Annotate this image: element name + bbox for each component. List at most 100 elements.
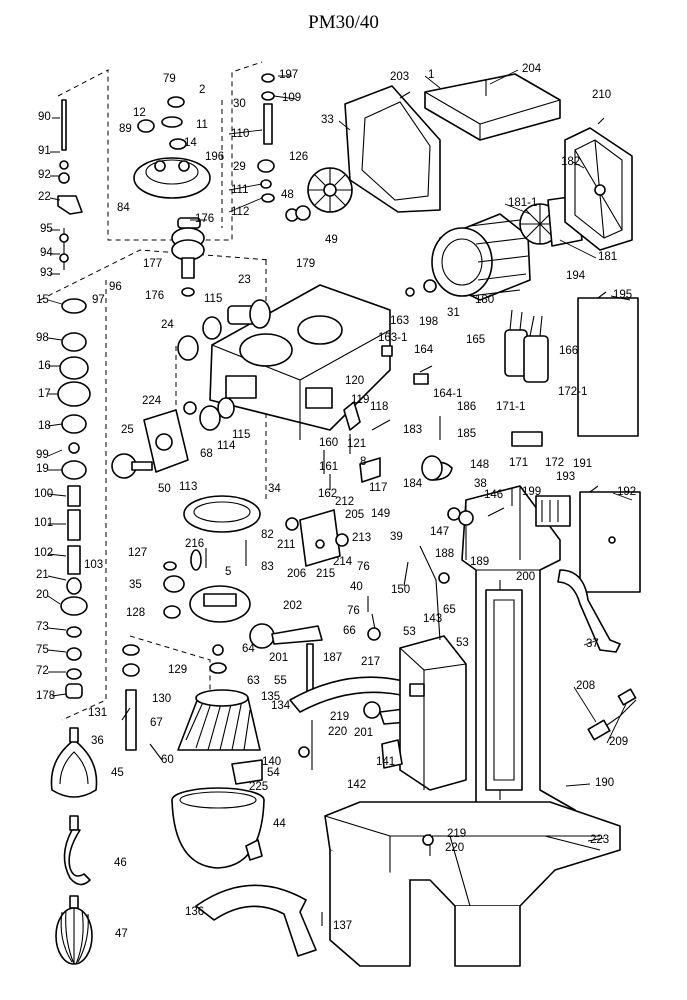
part-number-label: 79 <box>163 73 176 85</box>
part-number-label: 36 <box>91 735 104 747</box>
part-number-label: 171 <box>509 457 528 469</box>
part-number-label: 193 <box>556 471 575 483</box>
part-number-label: 92 <box>38 169 51 181</box>
part-number-label: 2 <box>199 84 205 96</box>
part-number-label: 128 <box>126 607 145 619</box>
part-number-label: 200 <box>516 571 535 583</box>
part-number-label: 73 <box>36 621 49 633</box>
bowl-part-44 <box>171 787 265 869</box>
planetary-plate-5 <box>163 549 251 623</box>
part-number-label: 223 <box>590 834 609 846</box>
part-number-label: 99 <box>36 449 49 461</box>
ring-gear-34 <box>183 495 261 533</box>
part-number-label: 17 <box>38 388 51 400</box>
part-number-label: 204 <box>522 63 542 75</box>
part-number-label: 24 <box>161 319 174 331</box>
part-number-label: 172-1 <box>558 386 587 398</box>
part-number-label: 176 <box>195 213 214 225</box>
part-number-label: 101 <box>34 517 53 529</box>
part-number-label: 112 <box>231 206 249 218</box>
part-number-label: 141 <box>376 756 395 768</box>
part-number-label: 220 <box>445 842 464 854</box>
part-number-label: 37 <box>586 638 599 650</box>
part-number-label: 115 <box>204 293 222 305</box>
part-number-label: 171-1 <box>496 401 525 413</box>
part-number-label: 110 <box>231 128 249 140</box>
wire-whip-47 <box>55 895 93 965</box>
part-number-label: 102 <box>34 547 53 559</box>
part-number-label: 91 <box>38 145 51 157</box>
part-number-label: 1 <box>428 69 434 81</box>
part-number-label: 179 <box>296 258 315 270</box>
part-number-label: 82 <box>261 529 274 541</box>
part-number-label: 66 <box>343 625 356 637</box>
part-number-label: 210 <box>592 89 611 101</box>
nut-63 <box>209 662 227 674</box>
part-number-label: 89 <box>119 123 132 135</box>
part-number-label: 103 <box>84 559 103 571</box>
part-number-label: 148 <box>470 459 489 471</box>
switch-box-205 <box>285 509 349 567</box>
motor-part-180 <box>405 213 531 301</box>
part-number-label: 146 <box>484 489 503 501</box>
part-number-label: 183 <box>403 424 422 436</box>
part-number-label: 216 <box>185 538 204 550</box>
part-number-label: 201 <box>354 727 373 739</box>
part-number-label: 46 <box>114 857 127 869</box>
part-number-label: 219 <box>447 828 466 840</box>
flat-beater-45 <box>50 727 98 798</box>
part-number-label: 111 <box>231 184 248 196</box>
part-number-label: 18 <box>38 420 51 432</box>
part-number-label: 114 <box>217 440 236 452</box>
part-number-label: 126 <box>289 151 308 163</box>
part-number-label: 119 <box>351 394 369 406</box>
part-number-label: 206 <box>287 568 306 580</box>
part-number-label: 50 <box>158 483 171 495</box>
part-number-label: 35 <box>129 579 142 591</box>
part-number-label: 11 <box>196 119 208 131</box>
part-number-label: 8 <box>360 456 366 468</box>
bowl-lift-handle-202 <box>249 623 323 695</box>
part-number-label: 188 <box>435 548 454 560</box>
leader-lines <box>47 69 633 842</box>
part-number-label: 38 <box>474 478 487 490</box>
part-number-label: 120 <box>345 375 364 387</box>
part-number-label: 55 <box>274 675 287 687</box>
panel-hole <box>608 536 616 544</box>
part-number-label: 129 <box>168 664 187 676</box>
part-number-label: 165 <box>466 334 485 346</box>
part-number-label: 196 <box>205 151 224 163</box>
part-number-label: 186 <box>457 401 476 413</box>
part-number-label: 197 <box>279 69 298 81</box>
part-number-label: 149 <box>371 508 390 520</box>
part-number-label: 47 <box>115 928 128 940</box>
part-number-label: 134 <box>271 700 291 712</box>
part-number-label: 181-1 <box>508 197 537 209</box>
part-number-label: 176 <box>145 290 164 302</box>
part-number-label: 214 <box>333 556 353 568</box>
part-number-label: 180 <box>475 294 494 306</box>
part-number-label: 205 <box>345 509 364 521</box>
dough-hook-46 <box>63 815 91 886</box>
part-number-label: 172 <box>545 457 564 469</box>
part-number-label: 127 <box>128 547 147 559</box>
part-number-label: 187 <box>323 652 342 664</box>
part-number-label: 219 <box>330 711 349 723</box>
part-number-label: 163-1 <box>378 332 407 344</box>
part-number-label: 44 <box>273 818 286 830</box>
part-number-label: 83 <box>261 561 274 573</box>
part-number-label: 131 <box>88 707 107 719</box>
part-number-label: 68 <box>200 448 213 460</box>
nut-49 <box>295 205 311 221</box>
part-number-label: 98 <box>36 332 49 344</box>
part-number-label: 203 <box>390 71 409 83</box>
part-number-label: 65 <box>443 604 456 616</box>
part-number-label: 39 <box>390 531 403 543</box>
column-part-190 <box>461 485 576 831</box>
part-number-label: 213 <box>352 532 371 544</box>
part-number-label: 53 <box>456 637 469 649</box>
part-number-label: 64 <box>242 643 255 655</box>
part-number-label: 100 <box>34 488 53 500</box>
